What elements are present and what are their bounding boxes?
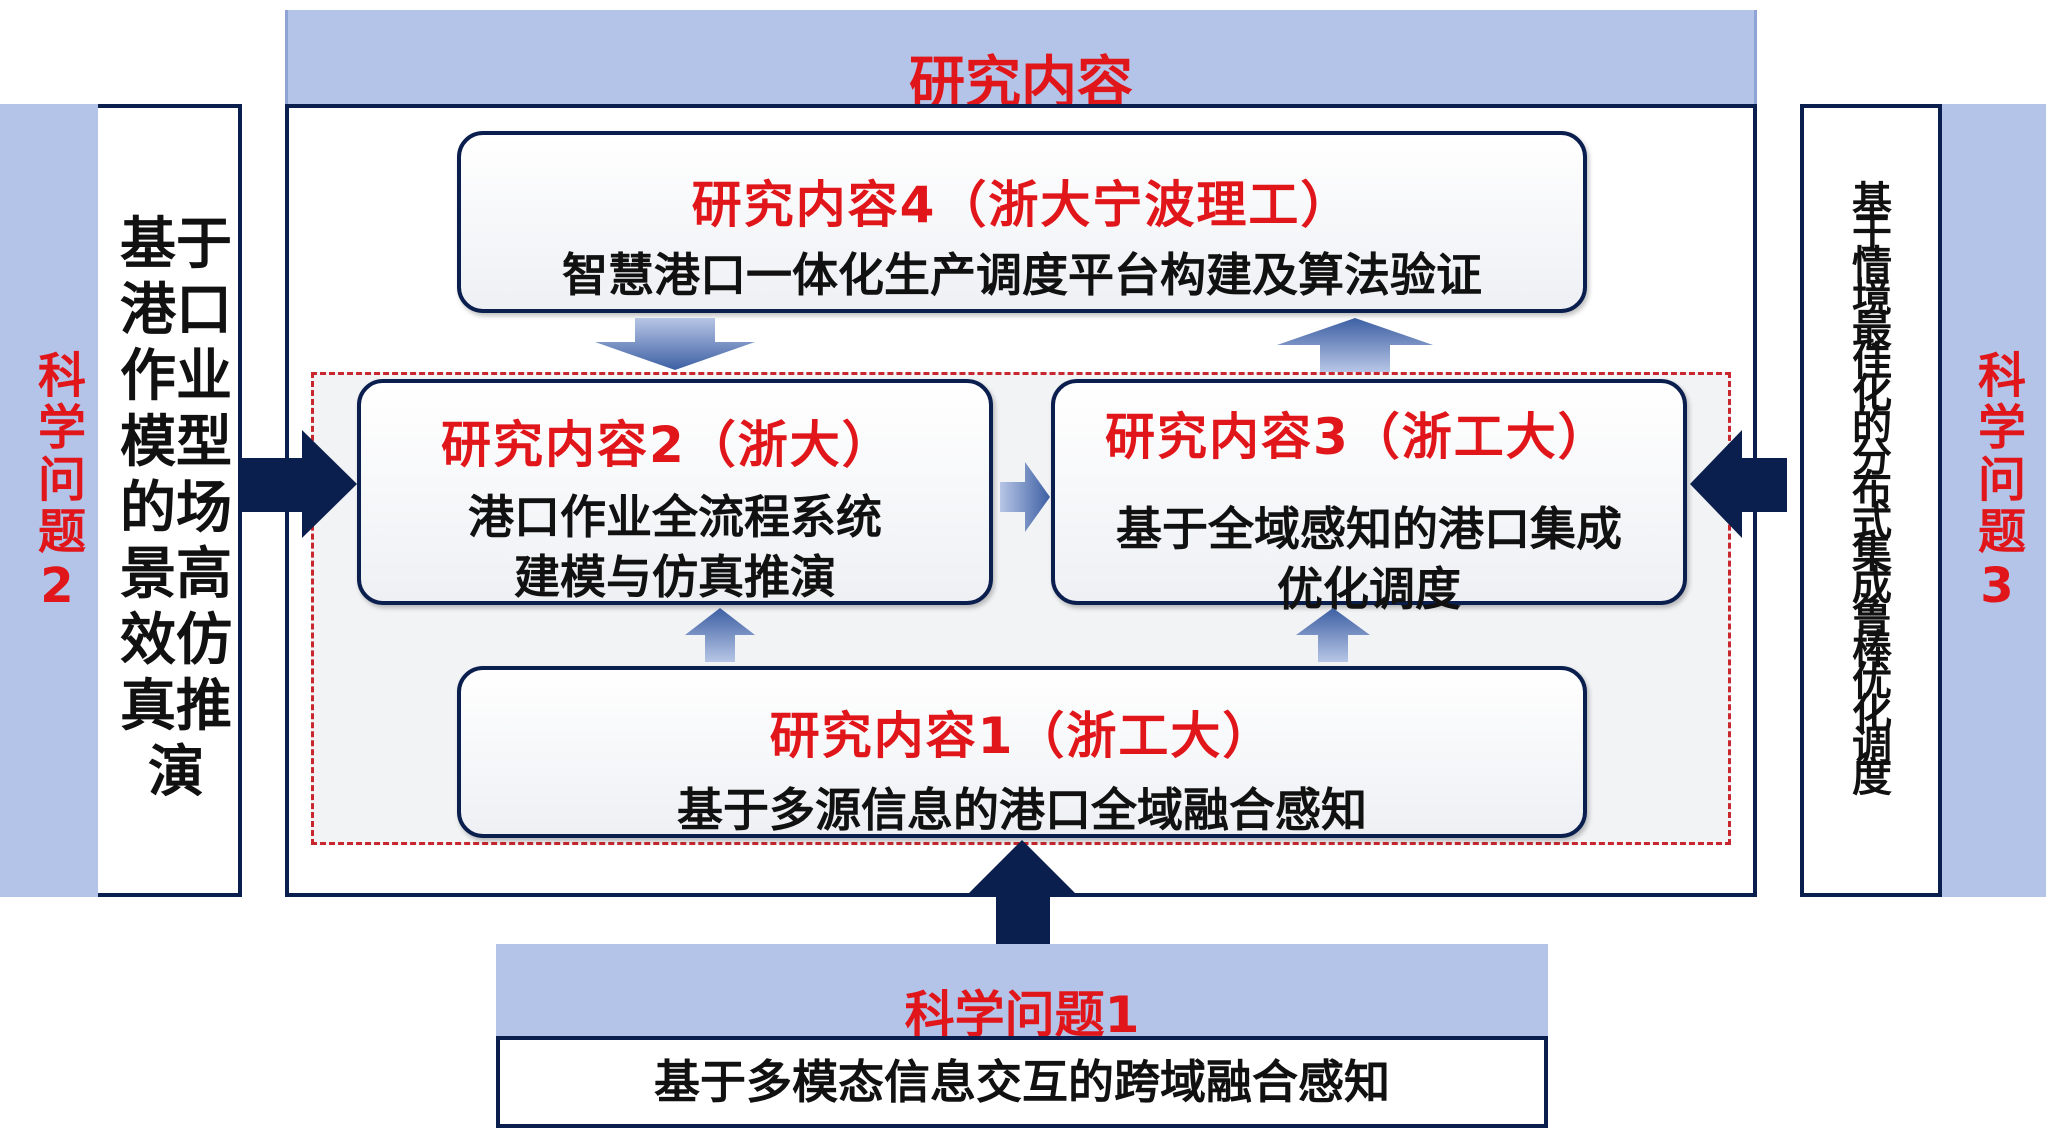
content3-body1: 基于全域感知的港口集成: [1116, 502, 1622, 556]
up-arrow-icon: [685, 608, 755, 662]
content1-body: 基于多源信息的港口全域融合感知: [677, 783, 1367, 837]
left-text: 基于港口作业模型的场景高效仿真推演: [120, 212, 232, 805]
right-box: [1800, 104, 1942, 897]
content4-title: 研究内容4（浙大宁波理工）: [691, 176, 1353, 234]
up-arrow-icon: [1277, 318, 1433, 372]
right-arrow-icon: [1000, 462, 1050, 532]
bottom-band: [496, 944, 1548, 1038]
content2-title: 研究内容2（浙大）: [441, 416, 894, 474]
right-text: 基于情境最佳化的分布式集成鲁棒优化调度: [1845, 180, 1891, 788]
left-band: [0, 104, 98, 897]
bottom-label: 科学问题1: [904, 986, 1140, 1044]
content2-body1: 港口作业全流程系统: [468, 490, 882, 544]
content1-title: 研究内容1（浙工大）: [769, 707, 1275, 765]
bottom-big-arrow-icon: [967, 840, 1077, 944]
content3-title: 研究内容3（浙工大）: [1105, 408, 1610, 466]
left-box: [98, 104, 242, 897]
bottom-box: [496, 1036, 1548, 1128]
left-big-arrow-icon: [242, 430, 357, 538]
content2-box: 研究内容2（浙大） 港口作业全流程系统 建模与仿真推演: [357, 379, 993, 605]
content3-body2: 优化调度: [1277, 562, 1461, 616]
right-big-arrow-icon: [1690, 430, 1787, 538]
content2-body2: 建模与仿真推演: [514, 550, 836, 604]
left-label: 科学问题2: [29, 350, 85, 618]
right-band: [1942, 104, 2046, 897]
bottom-text: 基于多模态信息交互的跨域融合感知: [654, 1055, 1390, 1109]
down-arrow-icon: [595, 318, 755, 370]
content4-box: 研究内容4（浙大宁波理工） 智慧港口一体化生产调度平台构建及算法验证: [457, 131, 1587, 313]
content1-box: 研究内容1（浙工大） 基于多源信息的港口全域融合感知: [457, 666, 1587, 838]
up-arrow-icon: [1296, 608, 1370, 662]
right-label: 科学问题3: [1969, 350, 2025, 618]
content3-box: 研究内容3（浙工大） 基于全域感知的港口集成 优化调度: [1051, 379, 1687, 616]
content4-body: 智慧港口一体化生产调度平台构建及算法验证: [562, 248, 1482, 302]
header-band: [285, 10, 1757, 104]
